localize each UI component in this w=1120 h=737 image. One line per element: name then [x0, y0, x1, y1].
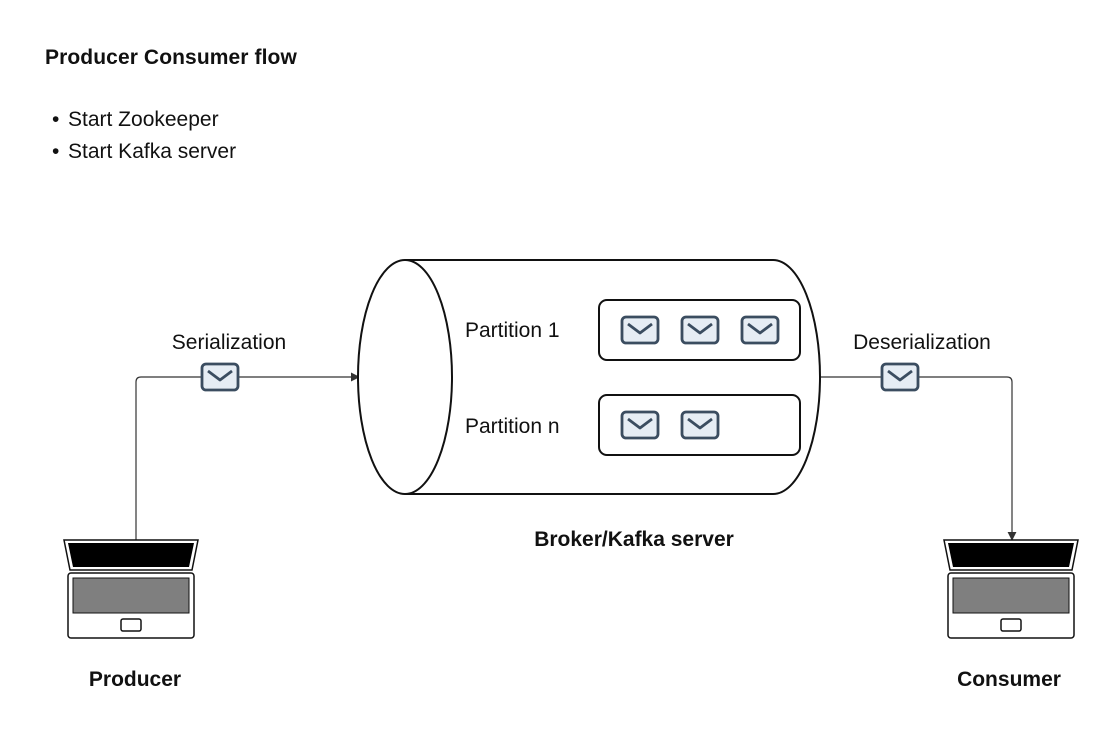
message-icon — [680, 410, 720, 440]
consumer-label: Consumer — [957, 668, 1061, 691]
step-item: • Start Zookeeper — [52, 104, 236, 136]
serialized-message-icon — [200, 362, 240, 392]
page-title: Producer Consumer flow — [45, 46, 297, 69]
consumer-laptop-icon — [943, 539, 1079, 639]
partition-n-label: Partition n — [465, 415, 560, 438]
deserialization-label: Deserialization — [853, 331, 991, 354]
producer-label: Producer — [89, 668, 181, 691]
broker-label: Broker/Kafka server — [534, 528, 734, 551]
message-icon — [620, 410, 660, 440]
message-icon — [680, 315, 720, 345]
step-list: • Start Zookeeper • Start Kafka server — [52, 104, 236, 168]
serialization-label: Serialization — [172, 331, 286, 354]
partition-1-label: Partition 1 — [465, 319, 560, 342]
consumer-connector — [820, 376, 1017, 541]
bullet-icon: • — [52, 140, 60, 163]
producer-laptop-icon — [63, 539, 199, 639]
broker-cylinder — [357, 259, 821, 495]
message-icon — [740, 315, 780, 345]
step-label: Start Kafka server — [68, 140, 237, 163]
step-item: • Start Kafka server — [52, 136, 236, 168]
producer-connector — [135, 372, 360, 540]
message-icon — [620, 315, 660, 345]
step-label: Start Zookeeper — [68, 108, 219, 131]
bullet-icon: • — [52, 108, 60, 131]
deserialized-message-icon — [880, 362, 920, 392]
